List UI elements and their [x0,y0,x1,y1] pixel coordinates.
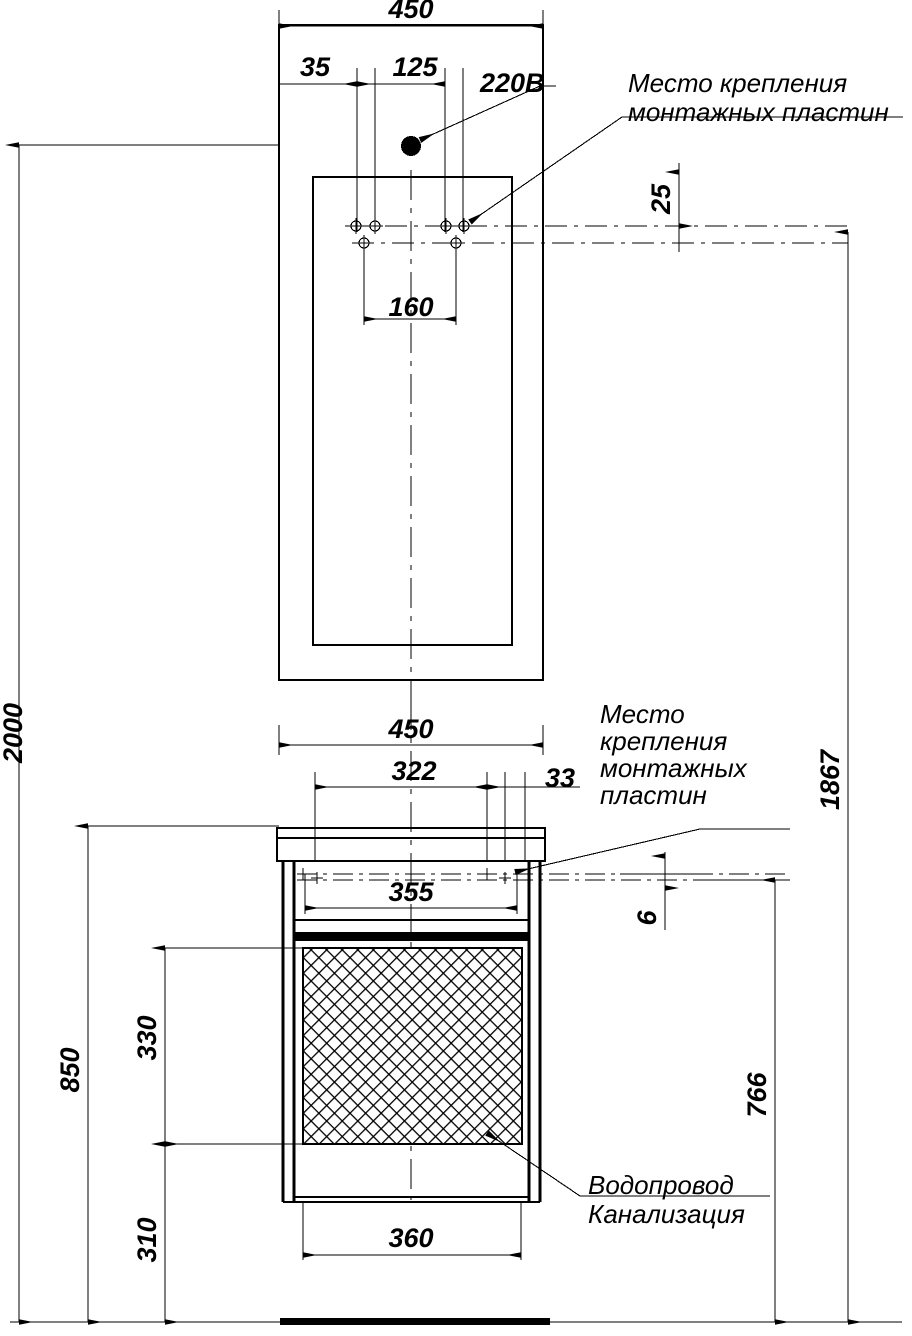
label-33: 33 [545,763,575,793]
dimension-310 [151,1141,290,1325]
dimension-2000 [5,142,290,1325]
note-mount-top-line2: монтажных пластин [628,97,889,127]
label-330: 330 [132,1015,162,1060]
leader-mount-plates-top [468,116,903,225]
label-360: 360 [388,1223,433,1253]
note-mount-bottom-line4: пластин [600,780,707,810]
dimension-360 [302,1202,522,1260]
label-mirror-width-450: 450 [387,0,433,24]
note-mount-bottom-line3: монтажных [600,753,748,783]
plumbing-zone-hatch [302,947,523,1145]
label-322: 322 [391,756,436,786]
vanity-plinth [283,1195,540,1204]
note-mount-bottom-line1: Место [600,699,685,729]
vanity-drawer-rail [294,918,529,941]
hole-centerlines [345,225,848,244]
label-6: 6 [632,910,662,926]
dimension-330 [151,945,303,1147]
countertop [275,826,547,863]
power-outlet-point [401,136,421,156]
dimension-322-33 [314,772,580,860]
note-plumbing-line1: Водопровод [588,1170,734,1200]
note-mount-top-line1: Место крепления [628,68,847,98]
leader-220v [418,85,556,143]
label-160: 160 [388,292,433,322]
dimension-35-125-row [279,68,464,232]
note-plumbing-line2: Канализация [588,1199,745,1229]
label-355: 355 [388,877,434,907]
label-cabinet-width-450: 450 [387,714,433,744]
label-25: 25 [646,183,676,215]
vanity-mount-centerlines [297,873,790,881]
leader-plumbing [485,1130,770,1197]
dimension-6 [620,852,700,930]
vanity-side-panels [281,861,542,1202]
leader-mount-plates-bottom [514,828,790,876]
label-850: 850 [55,1047,85,1092]
label-310: 310 [132,1217,162,1262]
label-offset-125: 125 [392,52,438,82]
note-mount-bottom-line2: крепления [600,726,727,756]
dimension-355 [304,874,518,914]
label-766: 766 [742,1071,772,1117]
label-2000: 2000 [0,703,28,764]
label-1867: 1867 [815,748,845,810]
label-220v: 220В [479,68,545,98]
dimension-cabinet-width-450 [278,725,544,755]
label-offset-35: 35 [300,52,331,82]
floor-thick-segment [280,1318,550,1325]
dimension-160 [363,243,457,325]
dimension-850 [74,823,290,1325]
